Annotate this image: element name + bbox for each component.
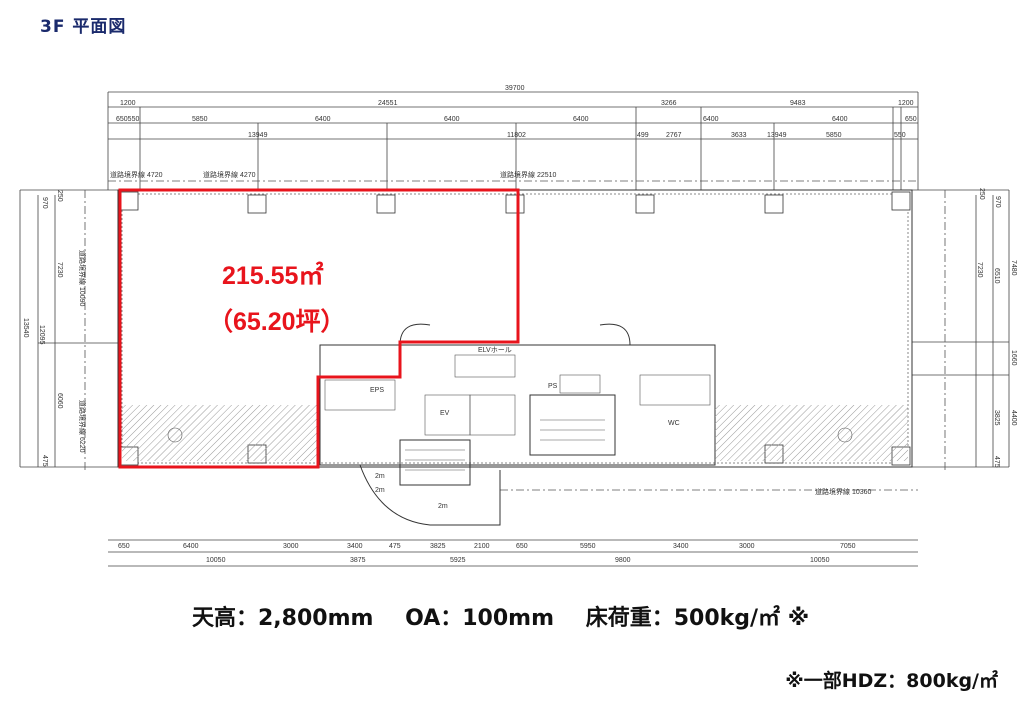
dim-label: 2100 bbox=[474, 543, 490, 550]
dim-label: 650550 bbox=[116, 116, 139, 123]
hatched-zone-left bbox=[122, 405, 318, 461]
dim-label: 39700 bbox=[505, 85, 525, 92]
boundary-label: 道路境界線 10360 bbox=[815, 487, 872, 496]
dim-label: 5850 bbox=[192, 116, 208, 123]
dim-label: 970 bbox=[41, 197, 48, 209]
dim-label: 6400 bbox=[832, 116, 848, 123]
dim-label: 6510 bbox=[993, 268, 1000, 284]
dim-label: 3633 bbox=[731, 132, 747, 139]
boundary-label: 道路境界線 10090 bbox=[78, 250, 87, 307]
area-tsubo: （65.20坪） bbox=[208, 307, 346, 336]
dim-label: 6400 bbox=[315, 116, 331, 123]
hatched-zone-right bbox=[715, 405, 908, 461]
dim-label: 13949 bbox=[767, 132, 787, 139]
dim-label: 3000 bbox=[283, 543, 299, 550]
room-label: 2m bbox=[375, 487, 385, 494]
dim-label: 250 bbox=[56, 190, 63, 202]
boundary-label: 道路境界線 6220 bbox=[78, 400, 87, 453]
dim-label: 7230 bbox=[976, 262, 983, 278]
dim-label: 9800 bbox=[615, 557, 631, 564]
dim-label: 6400 bbox=[444, 116, 460, 123]
dim-label: 11802 bbox=[507, 132, 526, 139]
hdz-note: ※一部HDZ：800kg/㎡ bbox=[785, 670, 998, 692]
dim-label: 3825 bbox=[993, 410, 1000, 426]
dim-label: 1200 bbox=[120, 100, 136, 107]
dim-label: 10050 bbox=[810, 557, 830, 564]
dim-label: 5950 bbox=[580, 543, 596, 550]
dim-label: 475 bbox=[993, 456, 1000, 468]
dim-label: 650 bbox=[118, 543, 130, 550]
boundary-label: 道路境界線 4720 bbox=[110, 170, 163, 179]
dim-label: 13540 bbox=[22, 318, 29, 338]
floor-load: 床荷重：500kg/㎡ ※ bbox=[585, 606, 810, 631]
dim-label: 7480 bbox=[1010, 260, 1017, 276]
room-label: 2m bbox=[375, 473, 385, 480]
dimension-labels: 39700 1200 24551 3266 9483 1200 650550 5… bbox=[22, 85, 1017, 564]
room-label: 2m bbox=[438, 503, 448, 510]
boundary-lines bbox=[84, 180, 946, 491]
dim-label: 3825 bbox=[430, 543, 446, 550]
dim-label: 650 bbox=[905, 116, 917, 123]
page-title: 3F 平面図 bbox=[40, 17, 127, 37]
dim-label: 13949 bbox=[248, 132, 268, 139]
dimension-lines bbox=[19, 91, 1010, 567]
dim-label: 9483 bbox=[790, 100, 806, 107]
dim-label: 2767 bbox=[666, 132, 682, 139]
dim-label: 3400 bbox=[347, 543, 363, 550]
dim-label: 3266 bbox=[661, 100, 677, 107]
dim-label: 6400 bbox=[183, 543, 199, 550]
dim-label: 5850 bbox=[826, 132, 842, 139]
dim-label: 10050 bbox=[206, 557, 226, 564]
dim-label: 12095 bbox=[38, 325, 45, 345]
dim-label: 3875 bbox=[350, 557, 366, 564]
room-label: EPS bbox=[370, 387, 384, 394]
dim-label: 24551 bbox=[378, 100, 398, 107]
dim-label: 1200 bbox=[898, 100, 914, 107]
room-label: EV bbox=[440, 410, 450, 417]
boundary-label: 道路境界線 4270 bbox=[203, 170, 256, 179]
dim-label: 3400 bbox=[673, 543, 689, 550]
boundary-label: 道路境界線 22510 bbox=[500, 170, 557, 179]
dim-label: 970 bbox=[994, 196, 1001, 208]
spec-line: 天高：2,800mm OA：100mm 床荷重：500kg/㎡ ※ bbox=[192, 600, 833, 632]
dim-label: 6060 bbox=[56, 393, 63, 409]
room-label: PS bbox=[548, 383, 558, 390]
dim-label: 550 bbox=[894, 132, 906, 139]
leased-area-outline bbox=[118, 188, 520, 469]
dim-label: 4400 bbox=[1010, 410, 1017, 426]
dim-label: 7230 bbox=[56, 262, 63, 278]
area-sqm: 215.55㎡ bbox=[222, 261, 323, 290]
dim-label: 7050 bbox=[840, 543, 856, 550]
dim-label: 1660 bbox=[1010, 350, 1017, 366]
room-label: WC bbox=[668, 420, 680, 427]
dim-label: 499 bbox=[637, 132, 649, 139]
core-details bbox=[167, 354, 853, 471]
dim-label: 250 bbox=[978, 188, 985, 200]
dim-label: 6400 bbox=[573, 116, 589, 123]
dim-label: 3000 bbox=[739, 543, 755, 550]
dim-label: 475 bbox=[389, 543, 401, 550]
dim-label: 5925 bbox=[450, 557, 466, 564]
dim-label: 6400 bbox=[703, 116, 719, 123]
oa-floor: OA：100mm bbox=[405, 606, 555, 631]
room-label: ELVホール bbox=[478, 346, 512, 354]
dim-label: 650 bbox=[516, 543, 528, 550]
dim-label: 475 bbox=[41, 455, 48, 467]
ceiling-height: 天高：2,800mm bbox=[192, 606, 374, 631]
